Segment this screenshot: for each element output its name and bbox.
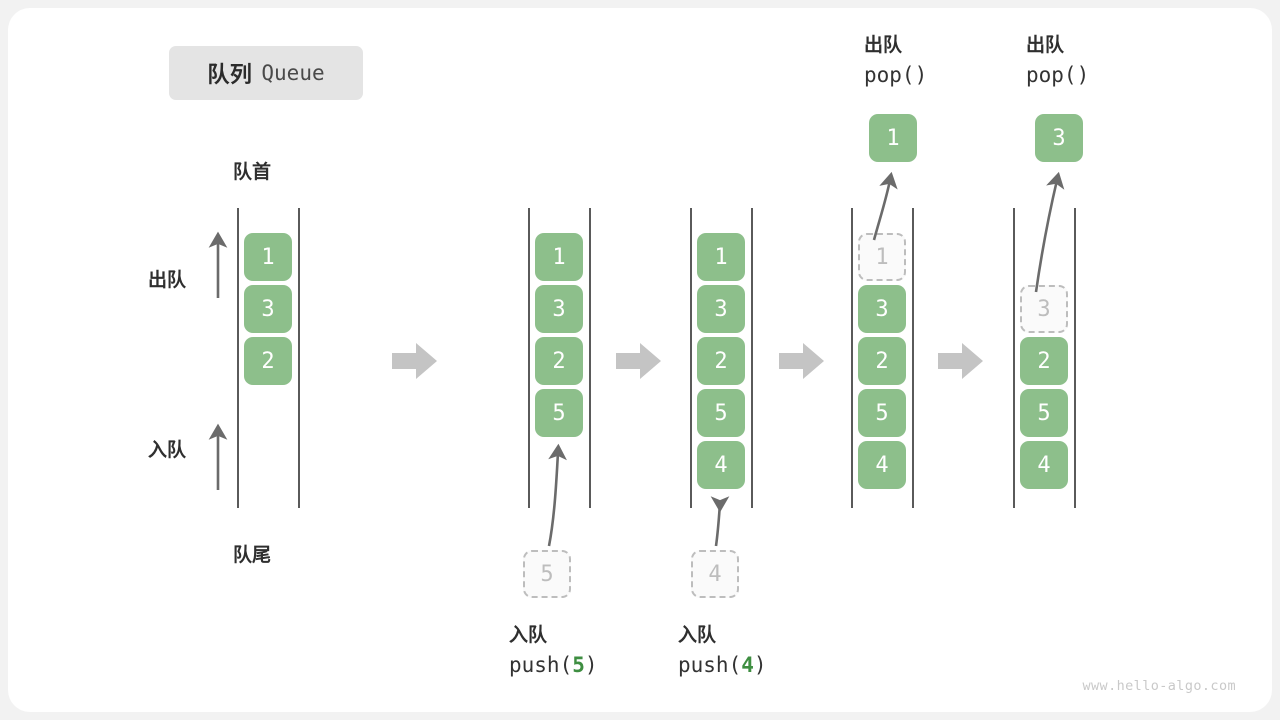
column-rail-left [1013, 208, 1015, 508]
queue-cell: 3 [858, 285, 906, 333]
popped-cell-1: 1 [869, 114, 917, 162]
op-label-push-5: 入队 push(5) [509, 622, 598, 680]
queue-cell-new: 5 [535, 389, 583, 437]
watermark: www.hello-algo.com [1082, 678, 1236, 694]
op-label-code: pop() [864, 62, 928, 87]
op-label-code: pop() [1026, 62, 1090, 87]
ghost-cell-push-4: 4 [691, 550, 739, 598]
queue-cell: 2 [244, 337, 292, 385]
queue-column-initial: 1 3 2 [237, 208, 300, 508]
op-label-cn: 入队 [678, 625, 717, 646]
title-chinese: 队列 [207, 62, 253, 87]
queue-cell: 5 [858, 389, 906, 437]
queue-cell: 5 [697, 389, 745, 437]
queue-cell: 4 [1020, 441, 1068, 489]
column-rail-right [912, 208, 914, 508]
queue-cell: 2 [697, 337, 745, 385]
op-label-push-4: 入队 push(4) [678, 622, 767, 680]
queue-cell: 2 [535, 337, 583, 385]
op-label-cn: 入队 [509, 625, 548, 646]
op-label-code: push(4) [678, 652, 767, 677]
column-rail-right [751, 208, 753, 508]
title-english: Queue [261, 61, 325, 85]
column-rail-left [237, 208, 239, 508]
queue-cell: 3 [697, 285, 745, 333]
step-arrow-icon [938, 343, 983, 379]
popped-cell-3: 3 [1035, 114, 1083, 162]
column-rail-right [1074, 208, 1076, 508]
ghost-cell-push-5: 5 [523, 550, 571, 598]
column-rail-left [851, 208, 853, 508]
queue-cell: 3 [244, 285, 292, 333]
ghost-cell-pop-3: 3 [1020, 285, 1068, 333]
enqueue-side-label: 入队 [148, 440, 187, 461]
diagram-title-badge: 队列 Queue [169, 46, 363, 100]
op-label-code: push(5) [509, 652, 598, 677]
column-rail-left [528, 208, 530, 508]
column-rail-right [298, 208, 300, 508]
queue-column-push-4: 1 3 2 5 4 [690, 208, 753, 508]
op-label-pop-3: 出队 pop() [1026, 32, 1089, 90]
queue-tail-label: 队尾 [233, 545, 272, 566]
queue-cell: 1 [697, 233, 745, 281]
step-arrow-icon [779, 343, 824, 379]
op-label-cn: 出队 [1026, 35, 1065, 56]
queue-cell: 2 [1020, 337, 1068, 385]
queue-column-push-5: 1 3 2 5 [528, 208, 591, 508]
queue-cell: 4 [858, 441, 906, 489]
op-label-cn: 出队 [864, 35, 903, 56]
op-label-pop-1: 出队 pop() [864, 32, 927, 90]
queue-cell: 1 [535, 233, 583, 281]
queue-cell-new: 4 [697, 441, 745, 489]
queue-cell: 5 [1020, 389, 1068, 437]
dequeue-side-label: 出队 [148, 270, 187, 291]
queue-head-label: 队首 [233, 162, 272, 183]
queue-column-pop-3: 3 2 5 4 [1013, 208, 1076, 508]
column-rail-left [690, 208, 692, 508]
column-rail-right [589, 208, 591, 508]
queue-column-pop-1: 1 3 2 5 4 [851, 208, 914, 508]
queue-cell: 1 [244, 233, 292, 281]
ghost-cell-pop-1: 1 [858, 233, 906, 281]
queue-cell: 2 [858, 337, 906, 385]
step-arrow-icon [616, 343, 661, 379]
step-arrow-icon [392, 343, 437, 379]
queue-cell: 3 [535, 285, 583, 333]
